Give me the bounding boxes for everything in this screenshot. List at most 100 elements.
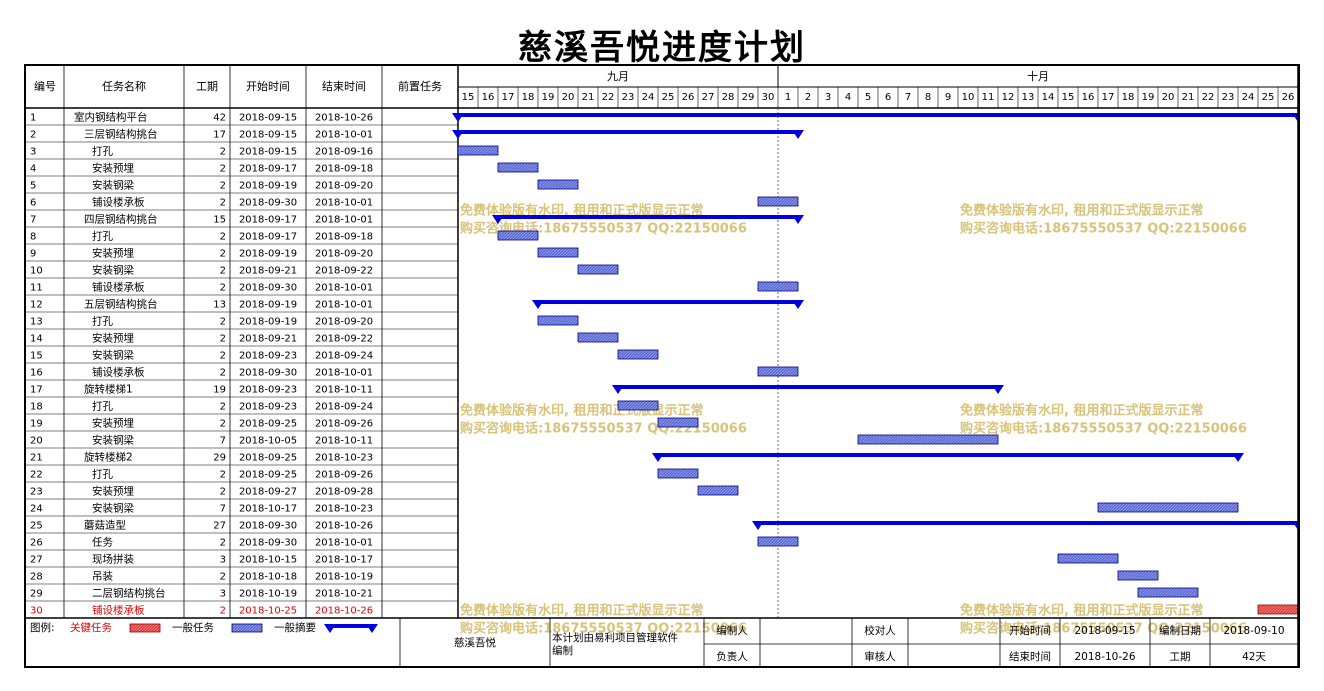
day-label: 20 (562, 92, 575, 103)
footer-reviewer-label: 审核人 (864, 650, 896, 663)
task-id: 29 (30, 589, 43, 600)
task-duration: 2 (220, 402, 226, 413)
footer-owner-label: 负责人 (716, 650, 748, 663)
task-duration: 2 (220, 419, 226, 430)
day-label: 4 (845, 92, 851, 103)
task-start: 2018-09-30 (239, 538, 297, 549)
column-header: 开始时间 (246, 79, 290, 93)
task-name: 铺设楼承板 (92, 366, 145, 379)
task-name: 打孔 (92, 145, 113, 158)
task-name: 安装预埋 (92, 417, 134, 430)
task-name: 蘑菇造型 (84, 519, 126, 532)
task-bar (497, 162, 539, 173)
task-duration: 27 (213, 521, 226, 532)
day-label: 17 (502, 92, 515, 103)
watermark: 购买咨询电话:18675550537 QQ:22150066 (960, 421, 1247, 437)
task-name: 吊装 (92, 570, 113, 583)
task-name: 打孔 (92, 400, 113, 413)
day-label: 23 (622, 92, 635, 103)
task-duration: 2 (220, 147, 226, 158)
task-id: 3 (30, 147, 36, 158)
day-label: 18 (522, 92, 535, 103)
task-name: 安装钢梁 (92, 502, 134, 515)
summary-end-marker (1232, 453, 1244, 462)
watermark: 免费体验版有水印, 租用和正式版显示正常 (460, 203, 703, 219)
task-start: 2018-09-25 (239, 419, 297, 430)
footer-project: 慈溪吾悦 (454, 636, 496, 649)
watermark: 免费体验版有水印, 租用和正式版显示正常 (960, 603, 1203, 619)
task-duration: 2 (220, 470, 226, 481)
task-start: 2018-10-15 (239, 555, 297, 566)
task-start: 2018-09-15 (239, 113, 297, 124)
day-label: 7 (905, 92, 911, 103)
day-label: 19 (542, 92, 555, 103)
summary-start-marker (652, 453, 664, 462)
column-header: 前置任务 (398, 79, 442, 93)
task-end: 2018-10-23 (315, 504, 373, 515)
task-end: 2018-10-21 (315, 589, 373, 600)
task-id: 8 (30, 232, 36, 243)
task-end: 2018-10-01 (315, 130, 373, 141)
footer-end-value: 2018-10-26 (1074, 651, 1135, 663)
task-duration: 3 (220, 589, 226, 600)
task-id: 19 (30, 419, 43, 430)
task-bar (577, 264, 619, 275)
watermark: 购买咨询电话:18675550537 QQ:22150066 (960, 621, 1247, 637)
legend-summary-marker (324, 624, 336, 633)
task-bar (1117, 570, 1159, 581)
column-header: 编号 (34, 79, 56, 93)
task-bar (757, 536, 799, 547)
task-name: 铺设楼承板 (92, 196, 145, 209)
task-bar (617, 349, 659, 360)
day-label: 17 (1102, 92, 1115, 103)
task-name: 安装预埋 (92, 485, 134, 498)
task-id: 26 (30, 538, 43, 549)
task-duration: 2 (220, 487, 226, 498)
task-name: 旋转楼梯1 (84, 383, 133, 396)
task-bar (497, 230, 539, 241)
task-end: 2018-09-20 (315, 181, 373, 192)
task-end: 2018-10-26 (315, 113, 373, 124)
footer-start-value: 2018-09-15 (1074, 625, 1135, 637)
summary-end-marker (792, 215, 804, 224)
day-label: 25 (662, 92, 675, 103)
day-label: 26 (682, 92, 695, 103)
summary-bar (618, 385, 998, 389)
task-name: 打孔 (92, 230, 113, 243)
task-start: 2018-09-27 (239, 487, 297, 498)
task-end: 2018-09-16 (315, 147, 373, 158)
task-end: 2018-09-18 (315, 164, 373, 175)
summary-end-marker (1292, 521, 1298, 530)
task-start: 2018-09-23 (239, 351, 297, 362)
task-start: 2018-09-30 (239, 283, 297, 294)
summary-end-marker (1292, 113, 1298, 122)
task-duration: 2 (220, 606, 226, 617)
summary-bar (758, 521, 1298, 525)
watermark: 免费体验版有水印, 租用和正式版显示正常 (960, 403, 1203, 419)
task-start: 2018-09-23 (239, 385, 297, 396)
watermark: 免费体验版有水印, 租用和正式版显示正常 (960, 203, 1203, 219)
footer-note: 编制 (552, 644, 573, 657)
task-name: 旋转楼梯2 (84, 451, 133, 464)
watermark: 购买咨询电话:18675550537 QQ:22150066 (460, 621, 747, 637)
task-name: 安装钢梁 (92, 264, 134, 277)
task-end: 2018-09-26 (315, 419, 373, 430)
task-start: 2018-09-23 (239, 402, 297, 413)
task-name: 打孔 (92, 315, 113, 328)
task-name: 安装钢梁 (92, 179, 134, 192)
task-duration: 3 (220, 555, 226, 566)
summary-end-marker (992, 385, 1004, 394)
task-start: 2018-09-19 (239, 317, 297, 328)
footer-duration-label: 工期 (1170, 651, 1191, 663)
day-label: 21 (582, 92, 595, 103)
task-id: 16 (30, 368, 43, 379)
task-id: 28 (30, 572, 43, 583)
task-start: 2018-09-25 (239, 453, 297, 464)
footer-start-label: 开始时间 (1009, 624, 1051, 637)
task-start: 2018-09-21 (239, 334, 297, 345)
task-end: 2018-09-22 (315, 266, 373, 277)
task-duration: 2 (220, 538, 226, 549)
task-start: 2018-10-05 (239, 436, 297, 447)
